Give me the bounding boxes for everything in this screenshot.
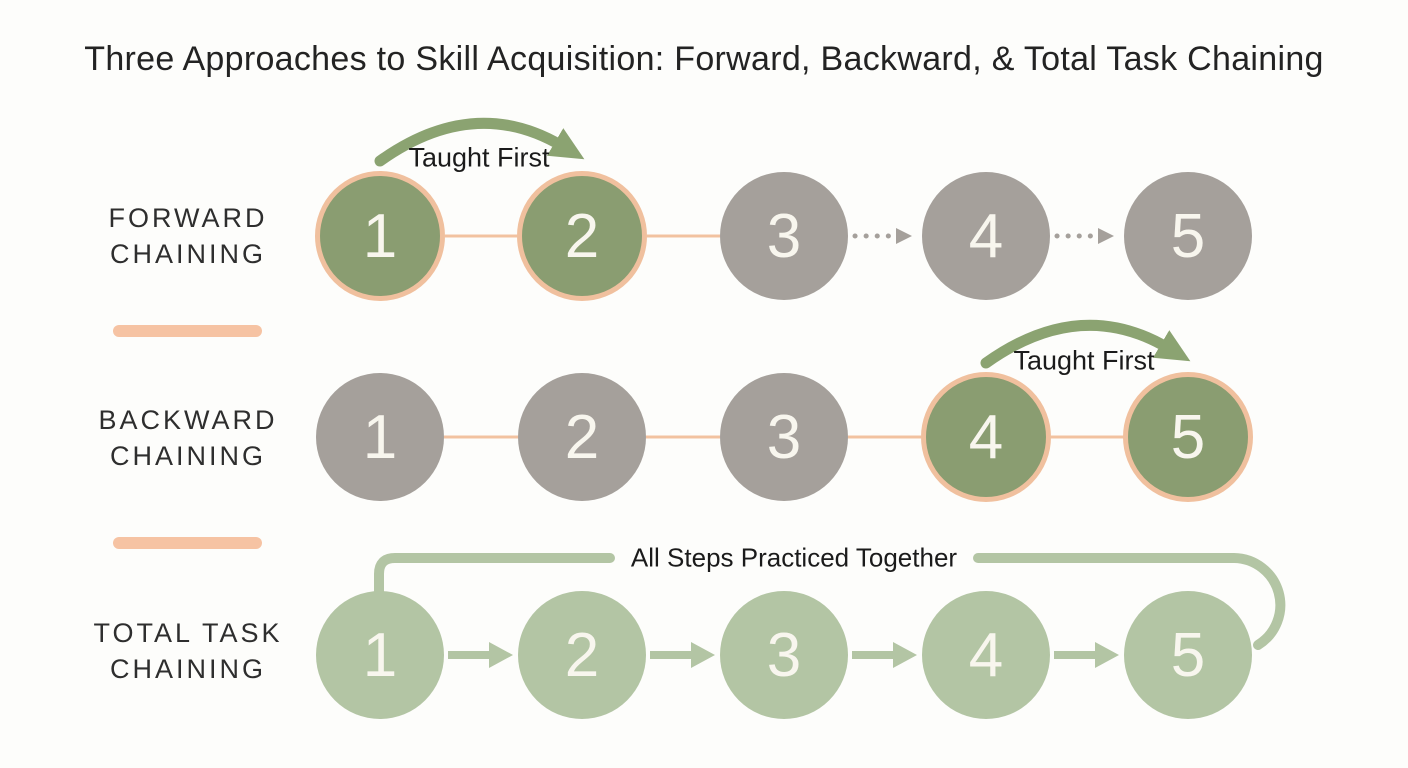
annotation-taught-first-backward: Taught First — [1013, 345, 1155, 376]
row-label-backward-chaining: BACKWARD CHAINING — [98, 405, 278, 471]
step-circle-forward-1: 1 — [315, 171, 445, 301]
step-circle-forward-3: 3 — [720, 172, 848, 300]
diagram-title: Three Approaches to Skill Acquisition: F… — [84, 40, 1324, 78]
divider — [113, 325, 262, 337]
backward-taught-first-arrow — [980, 319, 1191, 369]
annotation-taught-first-forward: Taught First — [408, 142, 550, 173]
annotation-all-steps-practiced: All Steps Practiced Together — [630, 542, 958, 573]
row-label-total-task-chaining: TOTAL TASK CHAINING — [93, 618, 283, 684]
step-circle-total-5: 5 — [1124, 591, 1252, 719]
row-label-forward-chaining: FORWARD CHAINING — [108, 203, 268, 269]
step-circle-backward-1: 1 — [316, 373, 444, 501]
step-circle-forward-2: 2 — [517, 171, 647, 301]
divider — [113, 537, 262, 549]
step-circle-forward-5: 5 — [1124, 172, 1252, 300]
step-circle-backward-5: 5 — [1123, 372, 1253, 502]
step-circle-total-4: 4 — [922, 591, 1050, 719]
step-circle-total-3: 3 — [720, 591, 848, 719]
step-circle-forward-4: 4 — [922, 172, 1050, 300]
step-circle-total-2: 2 — [518, 591, 646, 719]
step-circle-backward-3: 3 — [720, 373, 848, 501]
total-loop-line — [374, 553, 1286, 650]
step-circle-backward-4: 4 — [921, 372, 1051, 502]
step-circle-backward-2: 2 — [518, 373, 646, 501]
step-circle-total-1: 1 — [316, 591, 444, 719]
forward-taught-first-arrow — [374, 117, 585, 167]
